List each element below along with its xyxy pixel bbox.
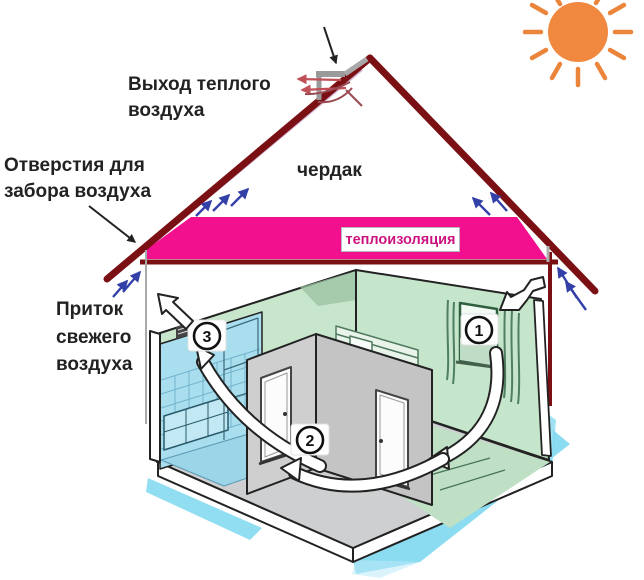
marker-badge-3: 3 [187,319,227,352]
vent-pointer-arrow [323,26,338,65]
label-fresh-air: Приток свежего воздуха [56,296,132,379]
roof-left-slope [103,54,374,283]
house-cutaway: 3 1 2 [146,269,570,578]
badge-1-number: 1 [475,323,484,340]
label-intake-openings: Отверстия для забора воздуха [4,153,151,205]
badge-3-number: 3 [203,329,212,346]
warm-air-arrows [296,26,363,107]
outflow-block-arrow [157,293,194,330]
label-fresh-air-line3: воздуха [56,354,133,376]
label-intake-openings-line2: забора воздуха [4,181,152,203]
ridge-vent [316,56,369,100]
label-fresh-air-line2: свежего [56,326,132,348]
label-insulation: теплоизоляция [341,227,460,252]
wall-cut-edge [533,299,552,457]
inflow-block-arrow [499,276,546,311]
ceiling-shade [300,271,356,306]
curtains [446,299,521,405]
intake-pointer-arrow [88,205,137,243]
label-attic: чердак [297,160,362,181]
intake-air-arrows [112,187,587,311]
left-cut-wall [149,330,161,463]
roof [103,54,599,295]
hallway-arrowhead [280,457,302,482]
marker-badge-1: 1 [460,313,499,346]
label-intake-openings-line1: Отверстия для [4,155,145,176]
label-warm-air-exit-line1: Выход теплого [128,74,271,95]
label-fresh-air-line1: Приток [56,299,124,320]
sun-icon [522,0,634,88]
marker-badge-2: 2 [290,423,330,456]
roof-right-slope [366,54,599,295]
bathtub [163,395,229,451]
label-warm-air-exit: Выход теплого воздуха [128,72,271,124]
label-warm-air-exit-line2: воздуха [128,100,205,122]
airflow-arrows [195,345,505,493]
badge-2-number: 2 [306,433,315,450]
